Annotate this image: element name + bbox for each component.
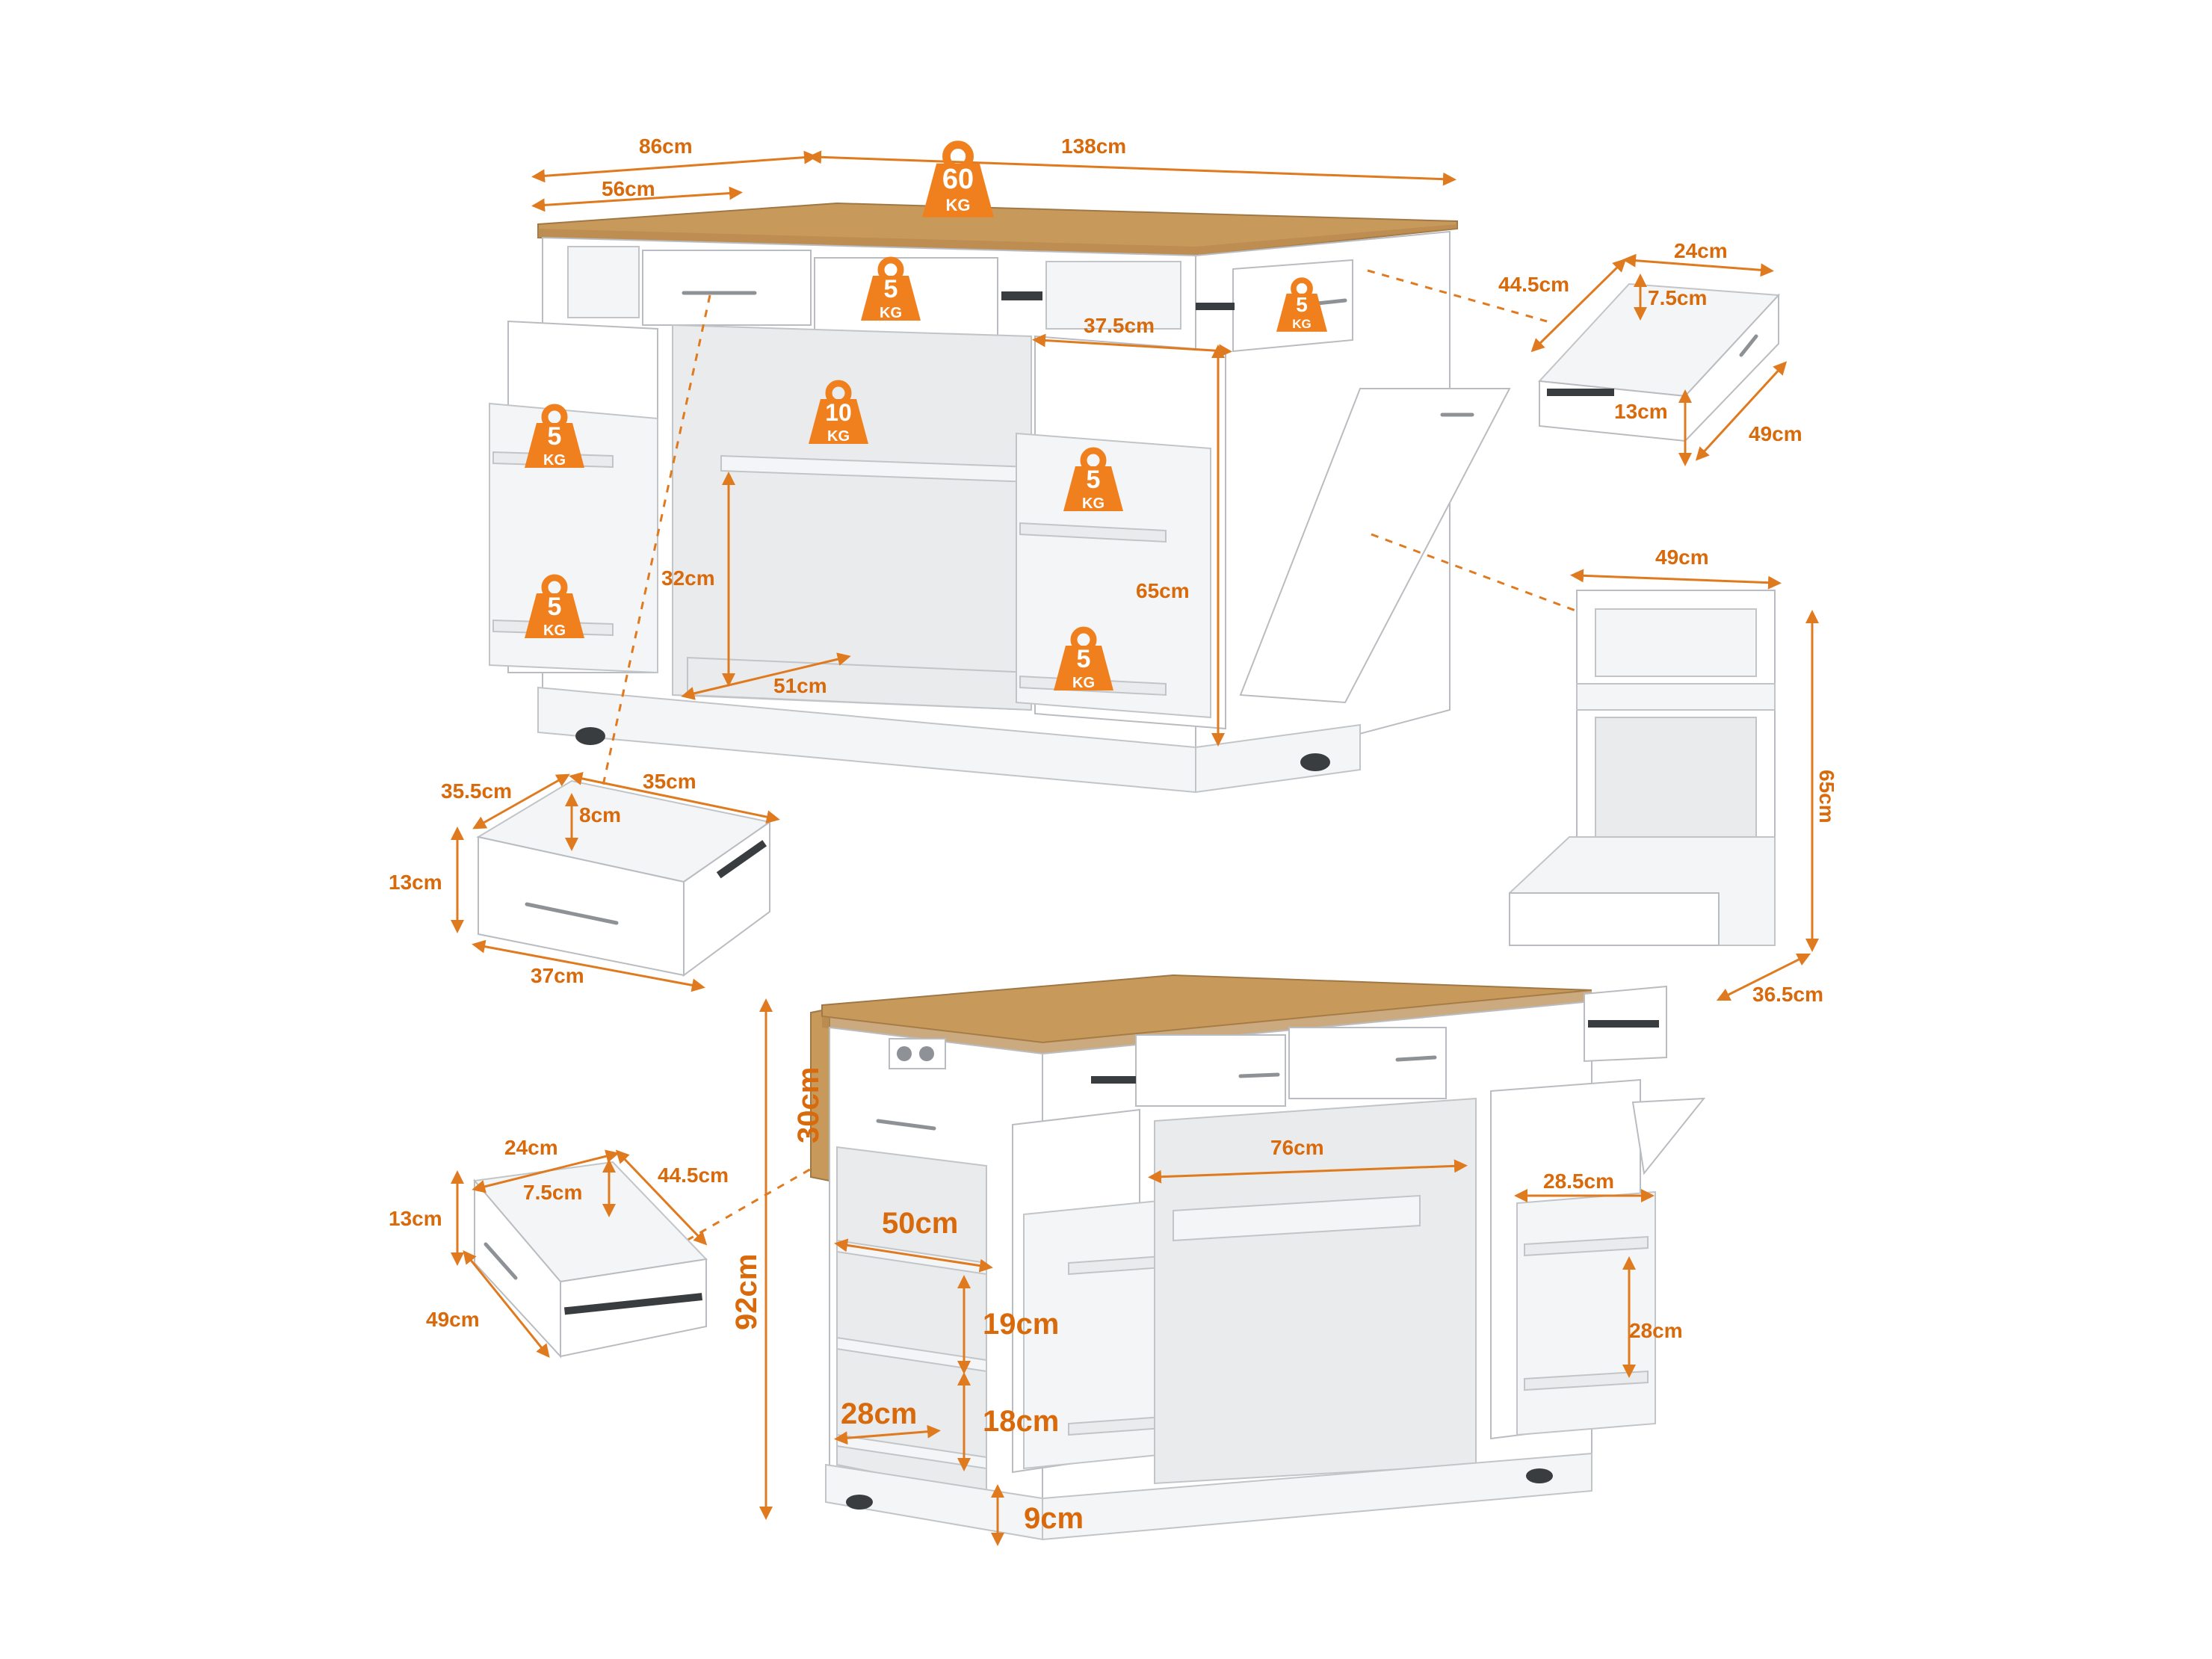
svg-text:5: 5 xyxy=(1087,466,1101,494)
dim-shelf-28cm: 28cm xyxy=(841,1397,917,1430)
svg-text:KG: KG xyxy=(1292,317,1312,331)
dim-bottom-drawer-13cm: 13cm xyxy=(389,1207,442,1230)
dim-86cm: 86cm xyxy=(639,135,693,158)
dim-big-drawer-8cm: 8cm xyxy=(579,803,621,827)
dim-shelf-19cm: 19cm xyxy=(983,1308,1059,1341)
dim-big-drawer-35cm: 35cm xyxy=(643,770,696,793)
dim-bottom-drawer-49cm: 49cm xyxy=(426,1308,480,1331)
dim-top-drawer-13cm: 13cm xyxy=(1614,400,1668,423)
dim-top-drawer-44-5cm: 44.5cm xyxy=(1498,273,1569,296)
svg-text:5: 5 xyxy=(548,593,562,621)
dim-top-drawer-24cm: 24cm xyxy=(1674,239,1728,262)
svg-text:KG: KG xyxy=(543,622,566,639)
weight-badge-shelf-mid: 10 KG xyxy=(809,383,868,445)
dim-big-drawer-13cm: 13cm xyxy=(389,871,442,894)
svg-text:KG: KG xyxy=(827,428,850,445)
island-top-view xyxy=(489,202,1511,794)
dim-top-drawer-49cm: 49cm xyxy=(1749,422,1802,445)
dim-door-shelf-28-5cm: 28.5cm xyxy=(1543,1170,1614,1193)
island-bottom-view xyxy=(810,974,1706,1541)
svg-text:5: 5 xyxy=(548,422,562,451)
weight-badge-door-right-top: 5 KG xyxy=(1063,451,1123,512)
dim-37-5cm: 37.5cm xyxy=(1084,314,1155,337)
dim-big-drawer-37cm: 37cm xyxy=(531,964,584,987)
dim-trash-door-65cm: 65cm xyxy=(1815,770,1838,824)
svg-text:5: 5 xyxy=(1077,645,1091,673)
dim-big-drawer-35-5cm: 35.5cm xyxy=(441,779,512,803)
dim-51cm: 51cm xyxy=(773,674,827,697)
svg-text:KG: KG xyxy=(880,305,902,321)
svg-text:10: 10 xyxy=(825,399,852,426)
trash-door-panel xyxy=(1509,590,1776,946)
weight-badge-door-right-bottom: 5 KG xyxy=(1054,630,1113,691)
dim-top-drawer-7-5cm: 7.5cm xyxy=(1648,286,1707,309)
small-drawer-bottom-left xyxy=(473,1161,708,1359)
dim-door-gap-28cm: 28cm xyxy=(1629,1319,1683,1342)
svg-text:KG: KG xyxy=(543,452,566,469)
weight-badge-door-left-top: 5 KG xyxy=(525,407,584,469)
dim-bottom-drawer-7-5cm: 7.5cm xyxy=(523,1181,582,1204)
weight-badge-top: 60 KG xyxy=(922,145,994,217)
big-drawer-left xyxy=(476,779,772,977)
dim-bottom-drawer-24cm: 24cm xyxy=(504,1136,558,1159)
svg-text:KG: KG xyxy=(946,196,971,214)
svg-text:60: 60 xyxy=(942,164,974,195)
top-dimension-lines xyxy=(531,150,1456,747)
dim-shelf-50cm: 50cm xyxy=(882,1207,958,1240)
weight-badge-drawer-right: 5 KG xyxy=(1276,280,1327,332)
svg-text:KG: KG xyxy=(1082,495,1105,512)
weight-badge-drawer-mid: 5 KG xyxy=(861,260,921,321)
dim-bottom-drawer-44-5cm: 44.5cm xyxy=(658,1164,729,1187)
bottom-dimension-lines xyxy=(759,998,1655,1546)
dim-total-92cm: 92cm xyxy=(730,1254,763,1330)
dim-shelf-18cm: 18cm xyxy=(983,1405,1059,1438)
dim-65cm: 65cm xyxy=(1136,579,1190,602)
svg-text:KG: KG xyxy=(1072,675,1095,691)
dim-trash-door-49cm: 49cm xyxy=(1655,546,1709,569)
tilt-out-trash-door xyxy=(1239,388,1511,704)
dim-trash-door-36-5cm: 36.5cm xyxy=(1752,983,1823,1006)
dim-clearance-9cm: 9cm xyxy=(1024,1502,1084,1535)
dim-56cm: 56cm xyxy=(602,177,655,200)
svg-text:5: 5 xyxy=(884,275,898,303)
dim-32cm: 32cm xyxy=(661,566,715,590)
dim-138cm: 138cm xyxy=(1061,135,1126,158)
dim-leaf-30cm: 30cm xyxy=(792,1067,825,1143)
dim-opening-76cm: 76cm xyxy=(1270,1136,1324,1159)
svg-text:5: 5 xyxy=(1296,293,1308,316)
weight-badge-door-left-bottom: 5 KG xyxy=(525,578,584,639)
